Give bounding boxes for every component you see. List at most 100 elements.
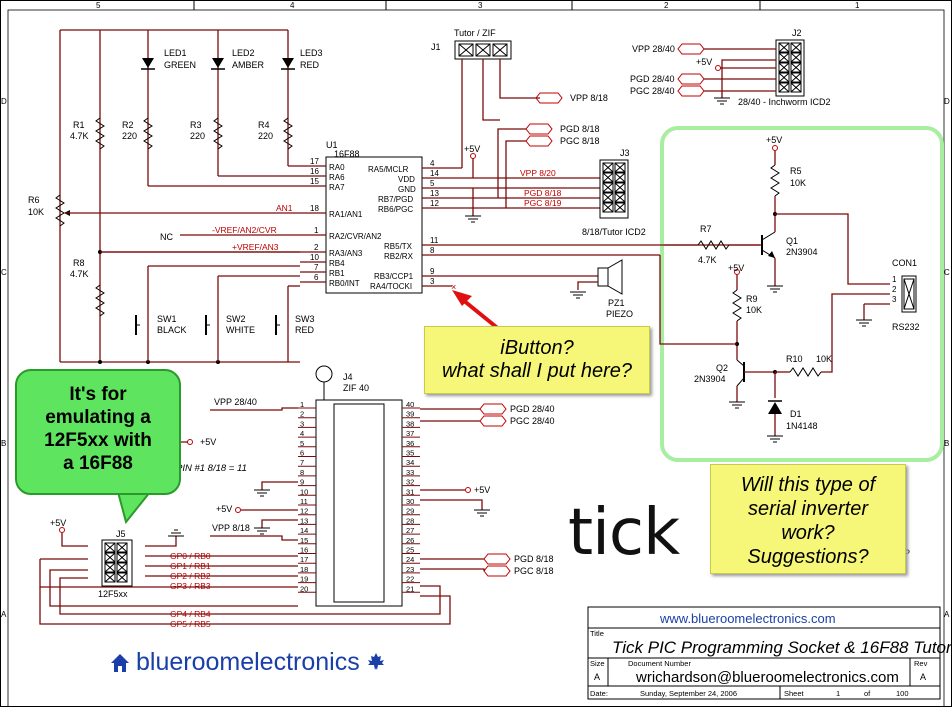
j4-nets: VPP 28/40 PGD 28/40 PGC 28/40 +5V +5V VP… (168, 397, 555, 577)
j3-pin-cell (602, 172, 614, 183)
col-label: 5 (96, 1, 101, 10)
j4-pin-num: 29 (406, 507, 414, 516)
home-icon (111, 654, 129, 672)
j4-pin-num: 10 (300, 487, 308, 496)
col-label: 1 (855, 1, 860, 10)
j4-pin-num: 18 (300, 565, 308, 574)
j4-pin-num: 38 (406, 419, 414, 428)
row-label: A (1, 610, 7, 619)
sw2-icon (205, 315, 210, 335)
net-vpp2840-j4: VPP 28/40 (214, 397, 257, 407)
callout-line: Suggestions? (747, 546, 869, 568)
net-vpp818-j4: VPP 8/18 (212, 523, 250, 533)
tb-of-label: of (864, 689, 871, 698)
plus5v-label: +5V (696, 57, 712, 67)
net-pgd2840: PGD 28/40 (630, 74, 675, 84)
j5-pin-cell (116, 542, 128, 553)
u1-pin-num: 8 (430, 246, 435, 255)
plus5v-label: +5V (464, 144, 480, 154)
j4-pin-num: 9 (300, 478, 304, 487)
tb-size: A (594, 672, 600, 682)
j3-pin-cell (614, 182, 626, 193)
callout-emulate: It's for emulating a 12F5xx with a 16F88 (15, 369, 181, 495)
q1-ref: Q1 (786, 236, 798, 246)
j4-pin-note: PIN #1 8/18 = 11 (176, 463, 247, 474)
r8-val: 4.7K (70, 269, 89, 279)
j4-pin-num: 14 (300, 526, 308, 535)
ground-icon (465, 215, 481, 223)
r7-val: 4.7K (698, 255, 717, 265)
j4-pin-num: 22 (406, 575, 414, 584)
net-pgd2840-j4: PGD 28/40 (510, 404, 555, 414)
callout-inverter: Will this type of serial inverter work? … (710, 464, 906, 574)
switches: SW1 BLACK SW2 WHITE SW3 RED (100, 251, 315, 362)
row-label: B (944, 439, 949, 448)
j2-pin-cell (790, 52, 802, 63)
j4-pin-num: 7 (300, 458, 304, 467)
j3-connector: J3 8/18/Tutor ICD2 (582, 148, 646, 237)
r2-ref: R2 (122, 120, 134, 130)
j5-pin-cell (104, 572, 116, 583)
u1-ref: U1 (326, 140, 338, 150)
tb-sheets: 100 (896, 689, 909, 698)
u1-pin-name: VDD (398, 175, 415, 184)
ground-icon (254, 489, 270, 497)
j3-pin-cell (614, 202, 626, 213)
led3-color: RED (300, 60, 320, 70)
j2-pin-cell (790, 62, 802, 73)
j4-pin-num: 12 (300, 507, 308, 516)
row-label: C (944, 268, 950, 277)
j4-pin-num: 13 (300, 516, 308, 525)
u1-pin-name: RB3/CCP1 (374, 272, 414, 281)
con1-pin: 1 (892, 275, 897, 284)
callout-line: iButton? (500, 337, 574, 359)
q2-ref: Q2 (716, 363, 728, 373)
col-label: 4 (290, 1, 295, 10)
ground-icon (714, 97, 730, 105)
r9-val: 10K (746, 305, 762, 315)
u1-pin-name: RA3/AN3 (329, 249, 363, 258)
j2-connector: J2 28/40 - Inchworm ICD2 VPP 28/40 +5V P… (630, 28, 831, 107)
ground-icon (729, 401, 745, 409)
u1-part: 16F88 (334, 149, 360, 159)
net-vpp2840: VPP 28/40 (632, 44, 675, 54)
u1-pin-num: 15 (310, 177, 319, 186)
u1-pin-name: RB0/INT (329, 279, 360, 288)
j5-pin-cell (116, 562, 128, 573)
plus5v-label: +5V (766, 135, 782, 145)
title-block: www.blueroomelectronics.com Title Tick P… (587, 606, 952, 700)
tb-url: www.blueroomelectronics.com (659, 611, 836, 626)
brand-name: blueroomelectronics (136, 648, 360, 676)
callout-line: Will this type of (740, 474, 876, 496)
u1-pin-num: 11 (430, 236, 439, 245)
r5-ref: R5 (790, 166, 802, 176)
j2-pin-cell (790, 42, 802, 53)
con1-pin: 3 (892, 295, 897, 304)
j4-pin-num: 27 (406, 526, 414, 535)
tb-title-label: Title (590, 629, 604, 638)
j4-pin-num: 37 (406, 429, 414, 438)
row-label: B (1, 439, 6, 448)
j4-pin-num: 3 (300, 419, 304, 428)
led3-icon (281, 58, 295, 70)
j4-pin-num: 28 (406, 516, 414, 525)
led1-color: GREEN (164, 60, 196, 70)
tb-email: wrichardson@blueroomelectronics.com (635, 669, 899, 686)
j2-pin-cell (778, 82, 790, 93)
r9-ref: R9 (746, 294, 758, 304)
net-pgc819: PGC 8/19 (524, 198, 562, 208)
q2-part: 2N3904 (694, 374, 726, 384)
j4-pin-num: 5 (300, 439, 304, 448)
tb-docnum-label: Document Number (628, 659, 691, 668)
u1-pin-name: RB7/PGD (378, 195, 413, 204)
inverter-highlight-box (660, 126, 944, 462)
tb-sheet-label: Sheet (784, 689, 805, 698)
u1-pin-num: 18 (310, 204, 319, 213)
u1-pin-num: 16 (310, 167, 319, 176)
tb-sheet: 1 (836, 689, 840, 698)
r6-val: 10K (28, 207, 44, 217)
j4-pin-num: 4 (300, 429, 304, 438)
callout-line: emulating a (45, 407, 151, 428)
r3-icon (213, 117, 223, 150)
